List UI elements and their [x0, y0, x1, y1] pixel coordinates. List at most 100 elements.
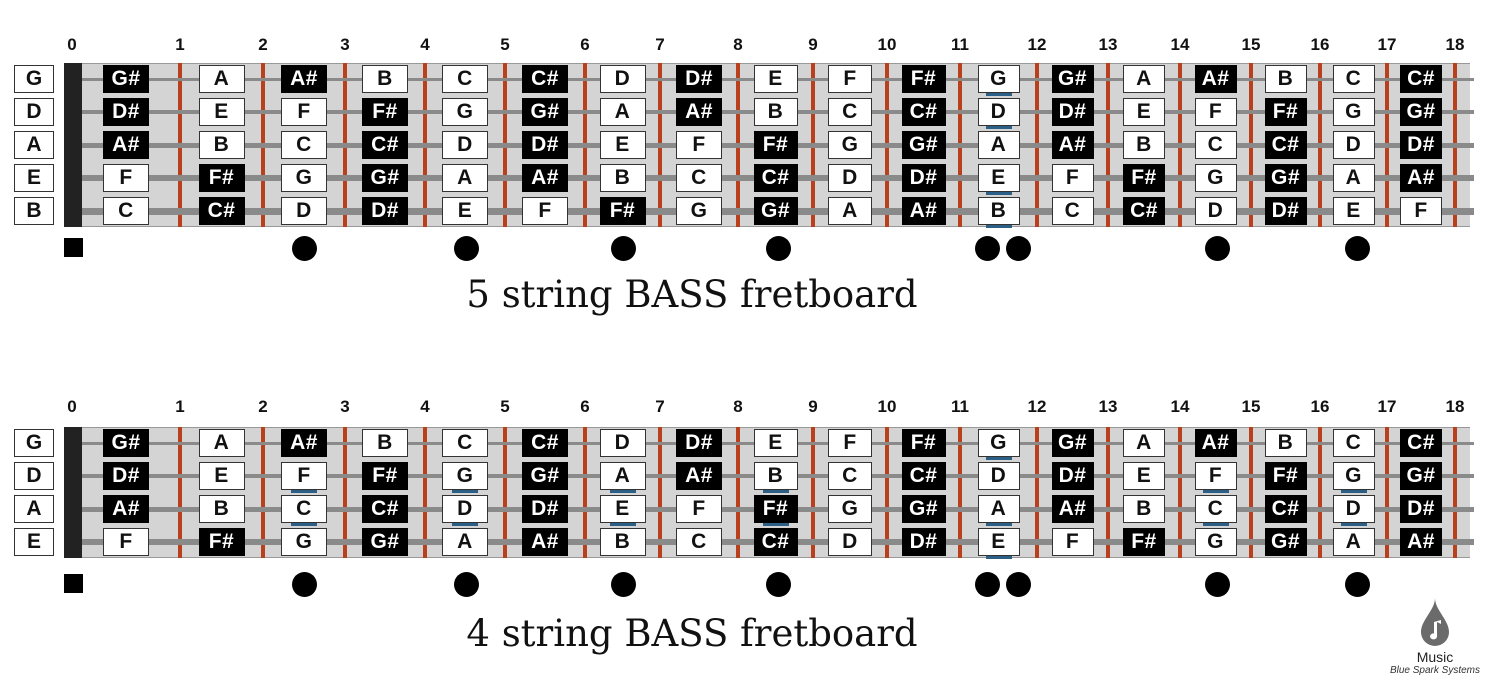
- fret-wire: [658, 427, 662, 558]
- open-string-label: E: [14, 528, 54, 556]
- note-label: E: [198, 98, 245, 126]
- fret-number: 12: [1027, 35, 1047, 54]
- note-label: C: [676, 164, 722, 192]
- note-label: C#: [362, 495, 408, 523]
- note-label: C: [1194, 131, 1237, 159]
- note-label: F: [828, 65, 872, 93]
- fret-number: 14: [1170, 397, 1190, 416]
- note-highlight-bar: [985, 556, 1012, 559]
- fret-marker-dot: [1005, 235, 1031, 261]
- note-label: B: [1123, 495, 1165, 523]
- note-label: C#: [901, 462, 946, 490]
- note-label: E: [753, 65, 798, 93]
- note-highlight-bar: [985, 523, 1012, 526]
- note-label: B: [753, 462, 798, 490]
- open-string-label: A: [14, 495, 54, 523]
- note-label: G#: [522, 98, 568, 126]
- fret-number: 1: [175, 397, 185, 416]
- note-label: C#: [1123, 197, 1165, 225]
- note-label: F#: [362, 98, 408, 126]
- note-label: G#: [1264, 528, 1307, 556]
- note-label: D: [599, 429, 646, 457]
- note-label: A#: [281, 429, 327, 457]
- note-label: C: [1051, 197, 1094, 225]
- note-label: A#: [522, 528, 568, 556]
- note-label: D: [828, 528, 872, 556]
- note-label: B: [977, 197, 1020, 225]
- fret-number: 2: [258, 35, 268, 54]
- note-label: G#: [1400, 98, 1442, 126]
- nut: [64, 427, 82, 558]
- note-highlight-bar: [985, 126, 1012, 129]
- fret-number: 4: [420, 35, 430, 54]
- note-label: C: [1194, 495, 1237, 523]
- note-label: F: [103, 164, 149, 192]
- note-label: C: [281, 131, 327, 159]
- note-label: G: [977, 65, 1020, 93]
- fret-number: 16: [1310, 35, 1330, 54]
- fret-marker-dot: [765, 235, 791, 261]
- fret-number: 4: [420, 397, 430, 416]
- note-label: E: [977, 164, 1020, 192]
- note-label: F#: [753, 131, 798, 159]
- nut-marker-square: [64, 238, 83, 257]
- note-label: F#: [1264, 462, 1307, 490]
- note-label: B: [198, 495, 245, 523]
- note-label: D#: [522, 495, 568, 523]
- note-label: G#: [103, 65, 149, 93]
- note-label: C: [1332, 429, 1375, 457]
- note-label: D#: [1400, 495, 1442, 523]
- note-highlight-bar: [985, 192, 1012, 195]
- fret-number: 10: [877, 35, 897, 54]
- note-label: A#: [1400, 528, 1442, 556]
- fret-number: 10: [877, 397, 897, 416]
- note-label: A#: [1194, 429, 1237, 457]
- note-label: F#: [198, 164, 245, 192]
- note-label: C#: [753, 164, 798, 192]
- note-label: F#: [599, 197, 646, 225]
- note-label: G#: [1264, 164, 1307, 192]
- note-label: D: [977, 98, 1020, 126]
- note-highlight-bar: [452, 490, 478, 493]
- note-label: A: [198, 429, 245, 457]
- note-label: E: [1123, 98, 1165, 126]
- note-label: D: [281, 197, 327, 225]
- note-label: F: [1051, 528, 1094, 556]
- note-label: G#: [522, 462, 568, 490]
- note-label: A#: [676, 462, 722, 490]
- note-label: G#: [901, 131, 946, 159]
- note-label: A#: [1400, 164, 1442, 192]
- fret-marker-dot: [610, 571, 636, 597]
- note-label: A: [442, 528, 488, 556]
- note-label: C#: [522, 65, 568, 93]
- note-label: C: [676, 528, 722, 556]
- note-label: C: [828, 98, 872, 126]
- fret-wire: [1318, 427, 1322, 558]
- note-highlight-bar: [609, 490, 636, 493]
- note-label: F: [522, 197, 568, 225]
- fret-marker-dot: [291, 235, 317, 261]
- note-label: B: [599, 528, 646, 556]
- note-label: F#: [753, 495, 798, 523]
- note-label: C#: [1400, 429, 1442, 457]
- note-highlight-bar: [985, 225, 1012, 228]
- note-label: B: [599, 164, 646, 192]
- note-highlight-bar: [291, 523, 317, 526]
- note-label: A: [599, 462, 646, 490]
- note-label: B: [753, 98, 798, 126]
- fret-wire: [885, 427, 889, 558]
- fret-number: 7: [655, 397, 665, 416]
- note-label: E: [198, 462, 245, 490]
- note-label: D: [442, 131, 488, 159]
- note-label: B: [362, 429, 408, 457]
- fret-number: 18: [1445, 35, 1465, 54]
- note-label: A: [1332, 164, 1375, 192]
- note-label: A#: [103, 131, 149, 159]
- note-label: D: [1332, 495, 1375, 523]
- fret-wire: [958, 427, 962, 558]
- fret-wire: [423, 427, 427, 558]
- note-label: A#: [676, 98, 722, 126]
- note-label: E: [753, 429, 798, 457]
- note-label: C: [442, 65, 488, 93]
- note-label: D: [1194, 197, 1237, 225]
